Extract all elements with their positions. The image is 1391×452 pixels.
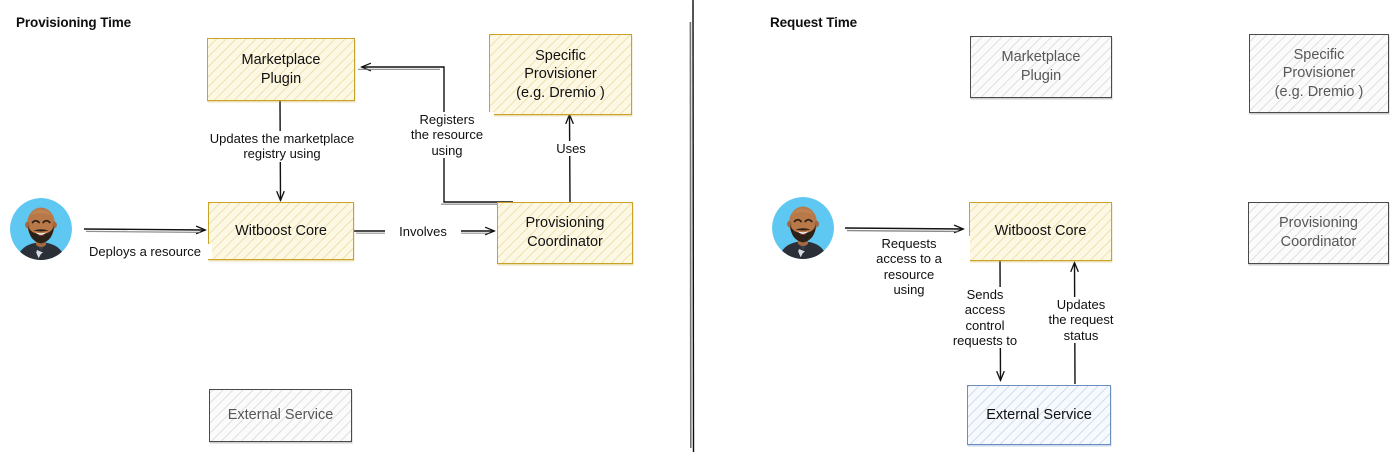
- node-label: Provisioning Coordinator: [525, 215, 605, 250]
- edge-label-registers-the-resource-using: Registers the resource using: [400, 112, 494, 158]
- edge-label-updates-marketplace-registry: Updates the marketplace registry using: [170, 131, 394, 162]
- node-witboost-core-left[interactable]: Witboost Core: [208, 202, 354, 260]
- node-label: Marketplace Plugin: [241, 51, 321, 87]
- node-marketplace-plugin-right[interactable]: Marketplace Plugin: [970, 36, 1112, 98]
- node-label: Provisioning Coordinator: [1279, 215, 1358, 250]
- node-label: External Service: [227, 407, 334, 424]
- user-avatar-left[interactable]: [10, 198, 72, 260]
- node-provisioning-coordinator-right[interactable]: Provisioning Coordinator: [1248, 202, 1389, 264]
- edge-label-sends-access-control-requests-to: Sends access control requests to: [948, 287, 1022, 349]
- panel-title-provisioning-time: Provisioning Time: [16, 15, 132, 30]
- node-label: Marketplace Plugin: [1001, 49, 1081, 84]
- edge-label-requests-access-to-a-resource-using: Requests access to a resource using: [848, 236, 970, 298]
- avatar-icon: [772, 197, 834, 259]
- node-specific-provisioner-left[interactable]: Specific Provisioner (e.g. Dremio ): [489, 34, 632, 115]
- node-label: External Service: [986, 406, 1092, 423]
- edge-label-uses: Uses: [538, 141, 604, 157]
- edge-label-involves: Involves: [385, 224, 461, 240]
- node-label: Witboost Core: [994, 223, 1087, 240]
- node-label: Specific Provisioner (e.g. Dremio ): [1274, 46, 1364, 100]
- node-label: Witboost Core: [235, 222, 327, 239]
- node-witboost-core-right[interactable]: Witboost Core: [969, 202, 1112, 261]
- edge-label-deploys-a-resource: Deploys a resource: [78, 244, 212, 260]
- edge-label-updates-the-request-status: Updates the request status: [1038, 297, 1124, 343]
- node-label: Specific Provisioner (e.g. Dremio ): [516, 47, 605, 101]
- panel-title-request-time: Request Time: [770, 15, 858, 30]
- edge-coordinator-to-provisioner-left: [570, 115, 571, 203]
- node-external-service-right[interactable]: External Service: [967, 385, 1111, 445]
- node-marketplace-plugin-left[interactable]: Marketplace Plugin: [207, 38, 355, 101]
- edge-user-to-witboost-core-left: [83, 229, 205, 232]
- node-specific-provisioner-right[interactable]: Specific Provisioner (e.g. Dremio ): [1249, 34, 1389, 113]
- user-avatar-right[interactable]: [772, 197, 834, 259]
- node-provisioning-coordinator-left[interactable]: Provisioning Coordinator: [497, 202, 633, 264]
- panel-divider: [689, 0, 695, 452]
- edge-user-to-witboost-core-right: [844, 228, 963, 231]
- node-external-service-left[interactable]: External Service: [209, 389, 352, 442]
- avatar-icon: [10, 198, 72, 260]
